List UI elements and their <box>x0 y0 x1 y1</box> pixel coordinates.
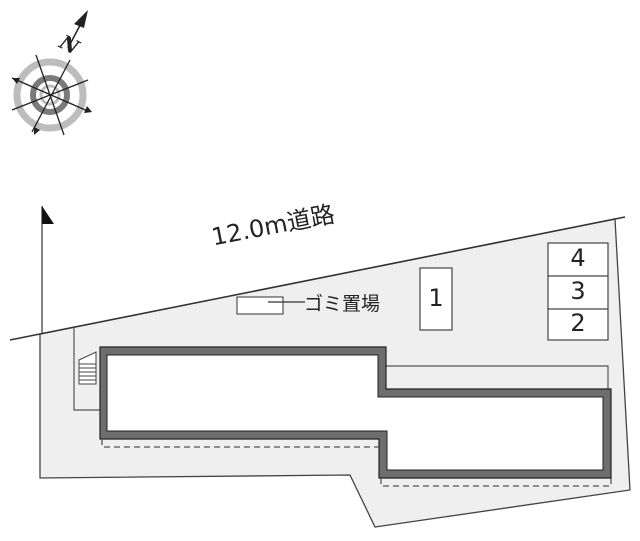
parking-space-2 <box>547 308 609 341</box>
compass-icon: N <box>11 10 92 136</box>
parking-number-3: 3 <box>570 277 586 305</box>
svg-text:N: N <box>55 29 84 60</box>
parking-space-3 <box>547 275 609 310</box>
parking-number-4: 4 <box>570 244 586 272</box>
parking-number-1: 1 <box>428 284 444 312</box>
setback-line <box>73 328 100 411</box>
parking-space-1 <box>419 267 453 331</box>
flag-marker-icon <box>42 206 54 224</box>
parking-space-4 <box>547 242 609 277</box>
garbage-label: ゴミ置場 <box>304 293 381 315</box>
stairs-icon <box>78 351 97 385</box>
garbage-area-box <box>236 296 284 315</box>
road-edge-line <box>9 216 626 341</box>
parking-number-2: 2 <box>570 309 586 337</box>
